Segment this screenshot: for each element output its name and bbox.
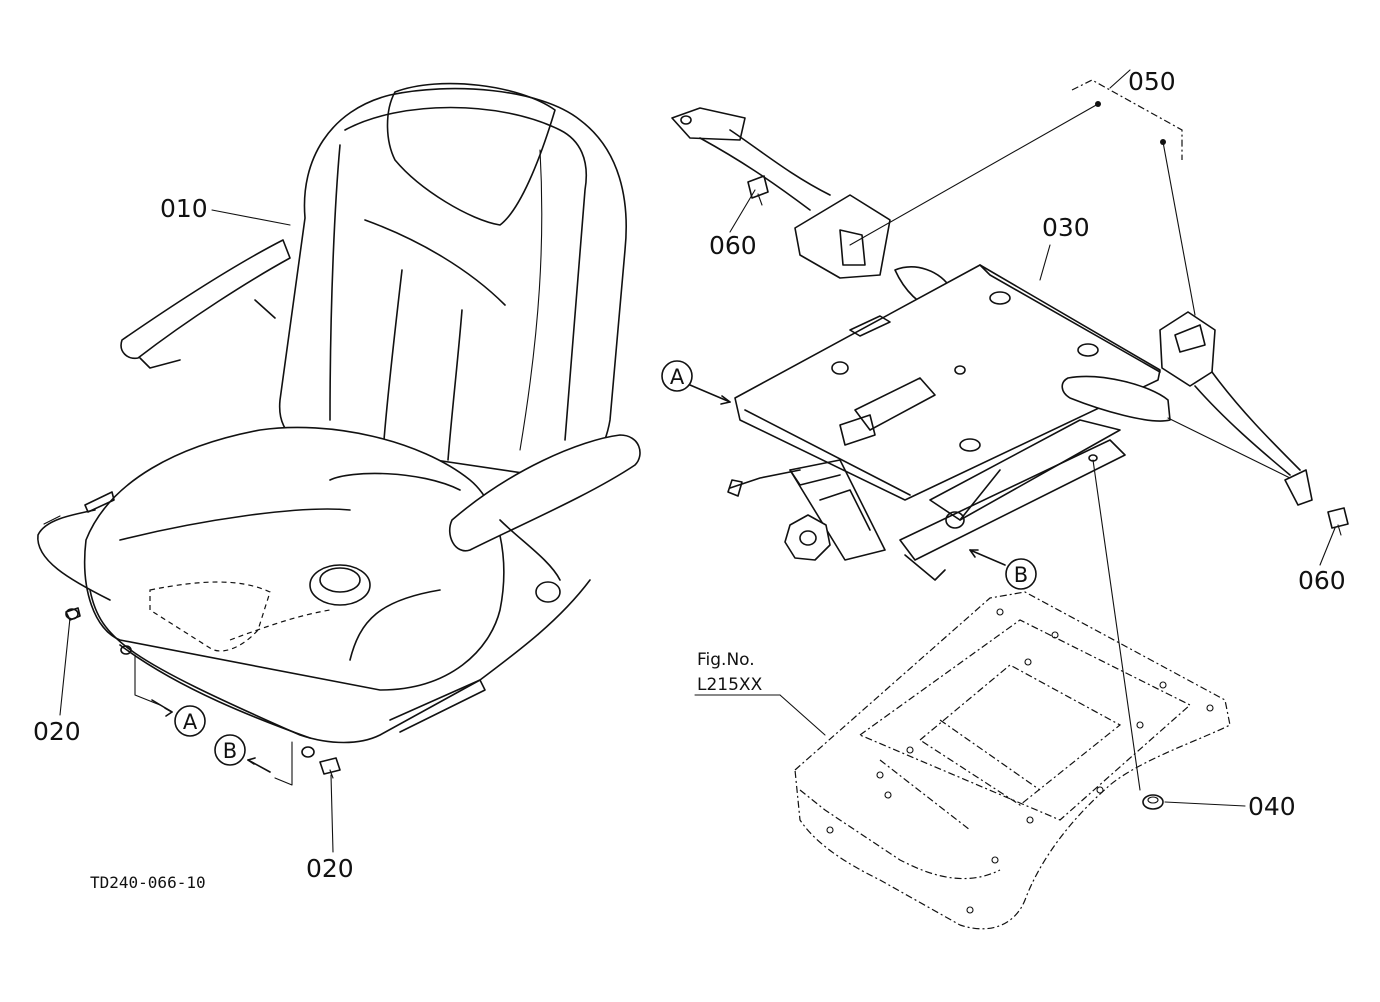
svg-text:A: A bbox=[183, 710, 198, 734]
svg-text:A: A bbox=[670, 365, 685, 389]
reference-markers: A B A B bbox=[174, 360, 1037, 766]
part-label-040: 040 bbox=[1248, 792, 1296, 821]
seat-belt-drawing bbox=[671, 107, 1349, 536]
part-labels: 010 020 020 030 040 050 060 060 bbox=[33, 67, 1346, 883]
marker-b-seat: B bbox=[214, 734, 246, 766]
drawing-code: TD240-066-10 bbox=[90, 873, 206, 892]
fig-ref-line1: Fig.No. bbox=[697, 650, 755, 670]
part-label-060-left: 060 bbox=[709, 231, 757, 260]
marker-b-frame: B bbox=[1005, 558, 1037, 590]
part-label-020-bottom: 020 bbox=[306, 854, 354, 883]
mount-plate-drawing bbox=[794, 591, 1231, 930]
part-label-010: 010 bbox=[160, 194, 208, 223]
part-label-030: 030 bbox=[1042, 213, 1090, 242]
svg-text:B: B bbox=[223, 739, 237, 763]
svg-text:B: B bbox=[1014, 563, 1028, 587]
part-label-060-right: 060 bbox=[1298, 566, 1346, 595]
seat-frame-drawing bbox=[727, 264, 1171, 791]
part-label-020-left: 020 bbox=[33, 717, 81, 746]
seat-assembly-drawing bbox=[37, 82, 641, 786]
figure-reference: Fig.No. L215XX bbox=[697, 650, 763, 695]
marker-a-seat: A bbox=[174, 705, 206, 737]
part-label-050: 050 bbox=[1128, 67, 1176, 96]
leader-lines bbox=[59, 69, 1336, 853]
fig-ref-line2: L215XX bbox=[697, 675, 763, 695]
marker-a-frame: A bbox=[661, 360, 693, 392]
